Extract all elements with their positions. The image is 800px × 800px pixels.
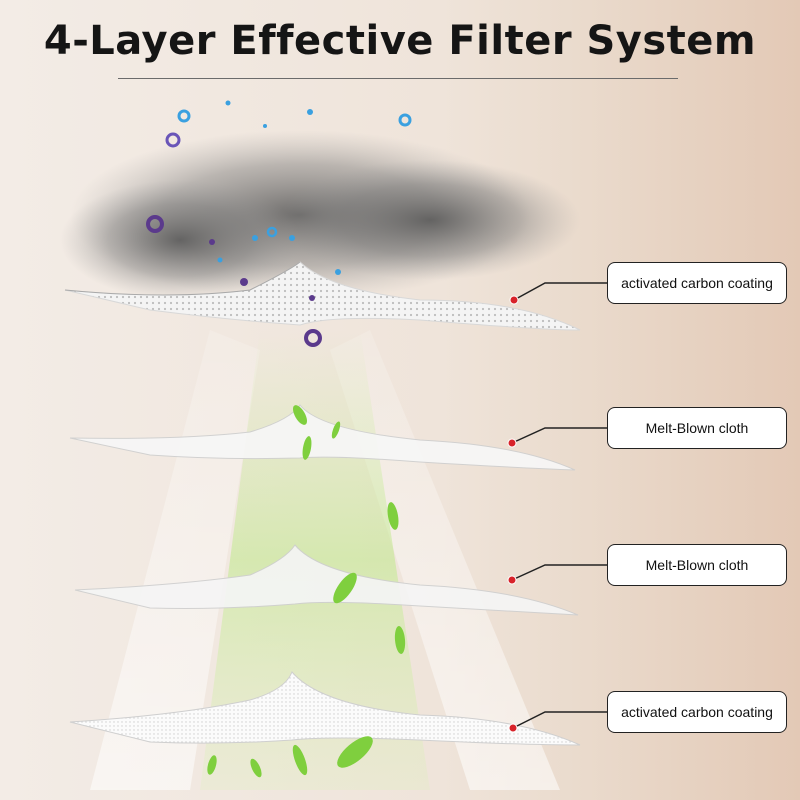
label-layer-4-text: activated carbon coating <box>621 704 773 720</box>
label-layer-2: Melt-Blown cloth <box>607 407 787 449</box>
filter-layer-3 <box>74 544 579 616</box>
marker-dot-3 <box>507 575 517 585</box>
label-layer-3: Melt-Blown cloth <box>607 544 787 586</box>
marker-dot-4 <box>508 723 518 733</box>
label-layer-3-text: Melt-Blown cloth <box>645 557 749 573</box>
filter-layer-4 <box>69 671 581 746</box>
filter-layer-2 <box>69 404 576 471</box>
title-underline <box>118 78 678 79</box>
leaves <box>207 405 406 778</box>
label-layer-2-text: Melt-Blown cloth <box>645 420 749 436</box>
marker-dot-1 <box>509 295 519 305</box>
label-layer-1-text: activated carbon coating <box>621 275 773 291</box>
page-title: 4-Layer Effective Filter System <box>43 18 757 64</box>
particles <box>146 100 412 347</box>
label-layer-1: activated carbon coating <box>607 262 787 304</box>
leader-lines <box>511 282 607 729</box>
dust-cloud <box>60 130 580 300</box>
marker-dots <box>507 295 519 733</box>
label-layer-4: activated carbon coating <box>607 691 787 733</box>
marker-dot-2 <box>507 438 517 448</box>
